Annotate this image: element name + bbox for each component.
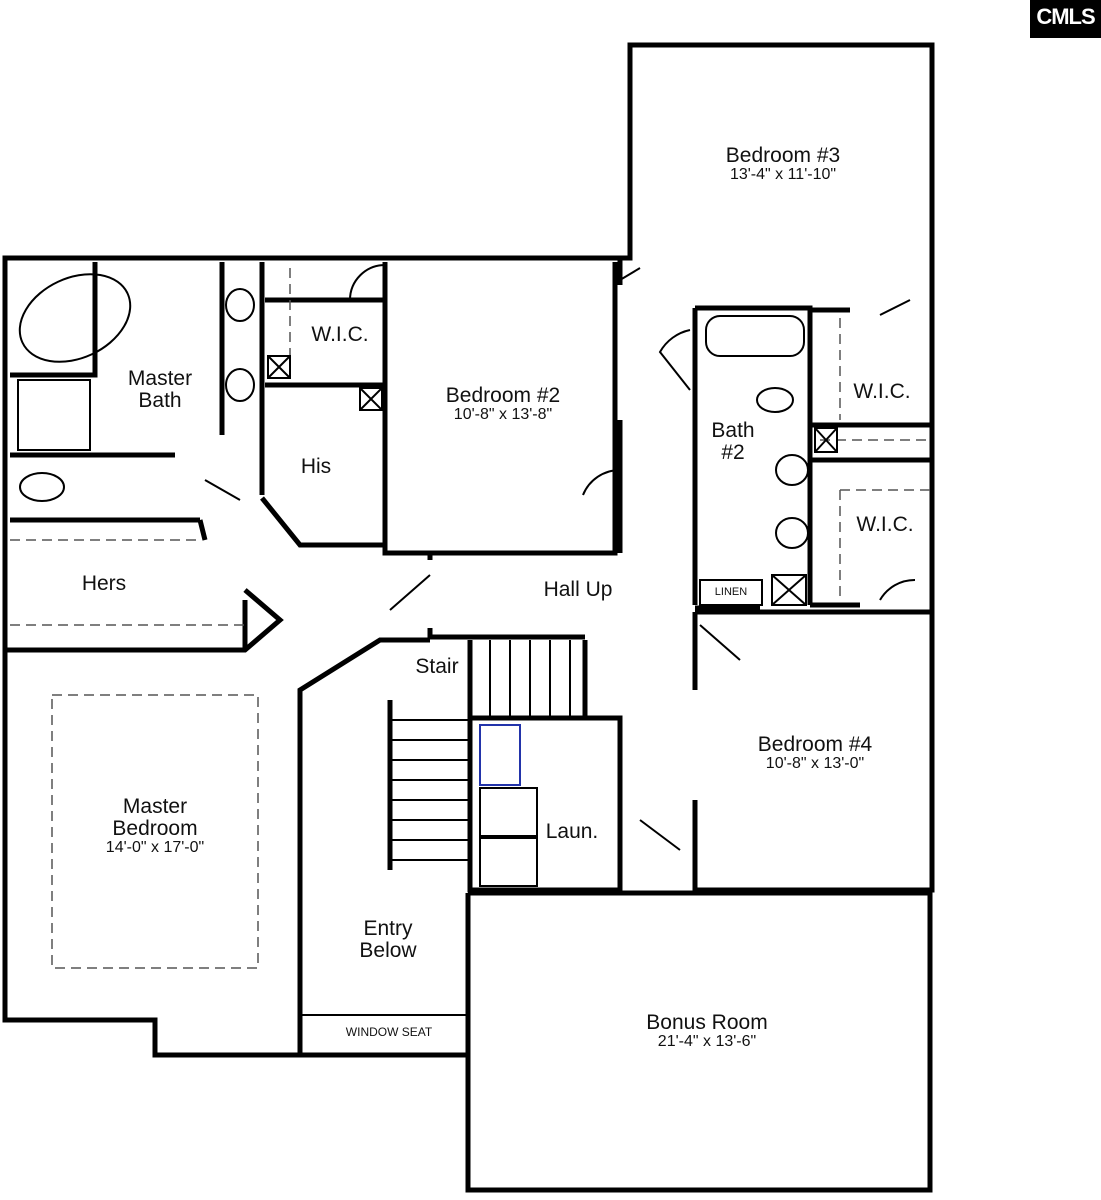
- linen-label: LINEN: [714, 586, 748, 598]
- window-seat-label: WINDOW SEAT: [345, 1025, 433, 1039]
- bath2-tub: [705, 315, 805, 357]
- toilet: [19, 472, 65, 502]
- room-wic-master: W.I.C.: [311, 323, 369, 346]
- room-wic-upper: W.I.C.: [853, 380, 911, 403]
- stair-treads: [392, 640, 571, 861]
- exterior-wall: [2, 42, 935, 1193]
- room-stair: Stair: [415, 655, 459, 678]
- shower: [17, 379, 91, 451]
- laundry-sink: [479, 724, 521, 786]
- door: [204, 264, 916, 851]
- room-his: His: [300, 455, 332, 478]
- room-laundry: Laun.: [545, 820, 599, 843]
- tub: [18, 273, 132, 363]
- interior-wall: [297, 553, 623, 1055]
- room-wic-lower: W.I.C.: [856, 513, 914, 536]
- room-hers: Hers: [81, 572, 127, 595]
- interior-wall: [5, 262, 618, 653]
- cmls-logo: CMLS: [1030, 0, 1101, 38]
- interior-wall: [465, 260, 932, 1055]
- tray-ceiling: [51, 694, 259, 969]
- room-hall: Hall Up: [543, 578, 613, 601]
- room-bath2: Bath#2: [711, 419, 755, 465]
